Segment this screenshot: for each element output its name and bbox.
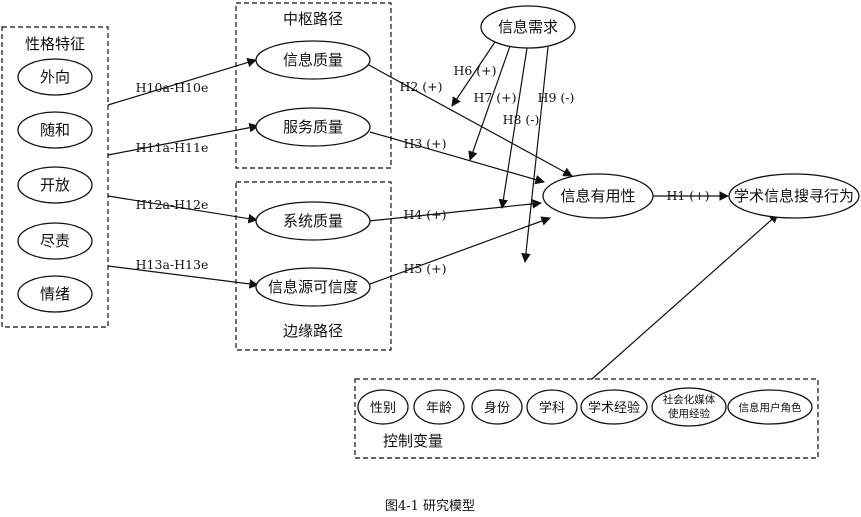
edge-service-quality-usefulness — [369, 131, 545, 185]
control-social-media-label-line2: 使用经验 — [668, 407, 710, 420]
control-variables-group: 控制变量 — [354, 378, 819, 459]
info-need-label: 信息需求 — [498, 18, 558, 36]
trait-nodes: 外向 随和 开放 尽责 情绪 — [17, 58, 93, 313]
personality-group: 性格特征 — [1, 26, 109, 328]
peripheral-route-title: 边缘路径 — [283, 322, 343, 340]
control-identity-node — [471, 389, 523, 425]
control-academic-experience-label: 学术经验 — [588, 400, 640, 416]
service-quality-label: 服务质量 — [283, 118, 343, 136]
trait-node — [17, 275, 93, 313]
trait-label: 外向 — [40, 68, 70, 86]
label-h10: H10a-H10e — [136, 80, 209, 95]
control-age-label: 年龄 — [426, 401, 452, 416]
control-identity-label: 身份 — [484, 400, 510, 416]
usefulness-node — [542, 173, 654, 219]
label-h1: H1 (+) — [666, 188, 709, 203]
central-route-group: 中枢路径 — [235, 2, 392, 169]
edge-personality-system-quality — [107, 195, 258, 224]
peripheral-route-box — [235, 181, 392, 351]
control-gender-label: 性别 — [370, 401, 396, 416]
trait-label: 尽责 — [40, 232, 70, 250]
figure-caption: 图4-1 研究模型 — [385, 499, 475, 514]
info-need-node — [480, 5, 576, 49]
trait-label: 开放 — [40, 176, 70, 194]
edge-info-need-h8 — [498, 47, 528, 209]
control-variables-box — [354, 378, 819, 459]
control-user-role-label: 信息用户角色 — [739, 401, 802, 414]
label-h12: H12a-H12e — [136, 197, 209, 212]
control-user-role-node — [727, 389, 813, 425]
trait-node — [17, 166, 93, 204]
edge-labels: H10a-H10e H11a-H11e H12a-H12e H13a-H13e … — [136, 63, 710, 276]
edge-personality-service-quality — [107, 122, 259, 156]
search-behavior-label: 学术信息搜寻行为 — [734, 187, 854, 205]
label-h11: H11a-H11e — [136, 140, 209, 155]
source-credibility-node — [255, 267, 371, 307]
label-h3: H3 (+) — [403, 136, 446, 151]
system-quality-node — [255, 201, 371, 241]
peripheral-route-group: 边缘路径 — [235, 181, 392, 351]
edge-system-quality-usefulness — [368, 199, 542, 222]
system-quality-label: 系统质量 — [283, 212, 343, 230]
trait-node — [17, 58, 93, 96]
source-credibility-label: 信息源可信度 — [268, 278, 358, 296]
edge-info-need-h6 — [451, 41, 496, 107]
label-h4: H4 (+) — [403, 207, 446, 222]
usefulness-label: 信息有用性 — [560, 187, 635, 205]
edge-info-quality-usefulness — [366, 63, 573, 177]
label-h8: H8 (-) — [503, 112, 540, 127]
edge-info-need-h9 — [521, 46, 549, 263]
control-nodes: 性别 年龄 身份 学科 学术经验 社会化媒体 使用经验 信息用户角色 — [357, 387, 813, 427]
edges — [107, 41, 779, 380]
label-h9: H9 (-) — [538, 90, 575, 105]
trait-node — [17, 222, 93, 260]
central-route-title: 中枢路径 — [283, 10, 343, 28]
control-discipline-label: 学科 — [539, 400, 565, 416]
info-quality-label: 信息质量 — [283, 51, 343, 69]
personality-group-box — [1, 26, 109, 328]
label-h7: H7 (+) — [473, 90, 516, 105]
control-gender-node — [357, 389, 409, 425]
label-h13: H13a-H13e — [136, 257, 209, 272]
trait-label: 情绪 — [40, 285, 70, 303]
trait-node — [17, 111, 93, 149]
search-behavior-node — [728, 173, 860, 219]
route-nodes: 信息质量 服务质量 系统质量 信息源可信度 — [255, 40, 371, 307]
control-discipline-node — [526, 389, 578, 425]
service-quality-node — [255, 107, 371, 147]
edge-info-need-h7 — [468, 45, 511, 161]
control-academic-experience-node — [580, 389, 648, 425]
control-social-media-node — [651, 387, 727, 427]
outcome-nodes: 信息需求 信息有用性 学术信息搜寻行为 — [480, 5, 860, 219]
edge-controls-outcome — [591, 213, 779, 380]
control-social-media-label-line1: 社会化媒体 — [663, 393, 716, 406]
control-variables-title: 控制变量 — [383, 432, 443, 450]
personality-group-title: 性格特征 — [25, 35, 85, 53]
edge-personality-info-quality — [107, 57, 257, 106]
control-age-node — [413, 389, 465, 425]
edge-personality-source-credibility — [107, 265, 259, 289]
label-h5: H5 (+) — [403, 261, 446, 276]
info-quality-node — [255, 40, 371, 80]
label-h2: H2 (+) — [399, 79, 442, 94]
edge-source-credibility-usefulness — [369, 216, 551, 285]
trait-label: 随和 — [40, 121, 70, 139]
label-h6: H6 (+) — [453, 63, 496, 78]
